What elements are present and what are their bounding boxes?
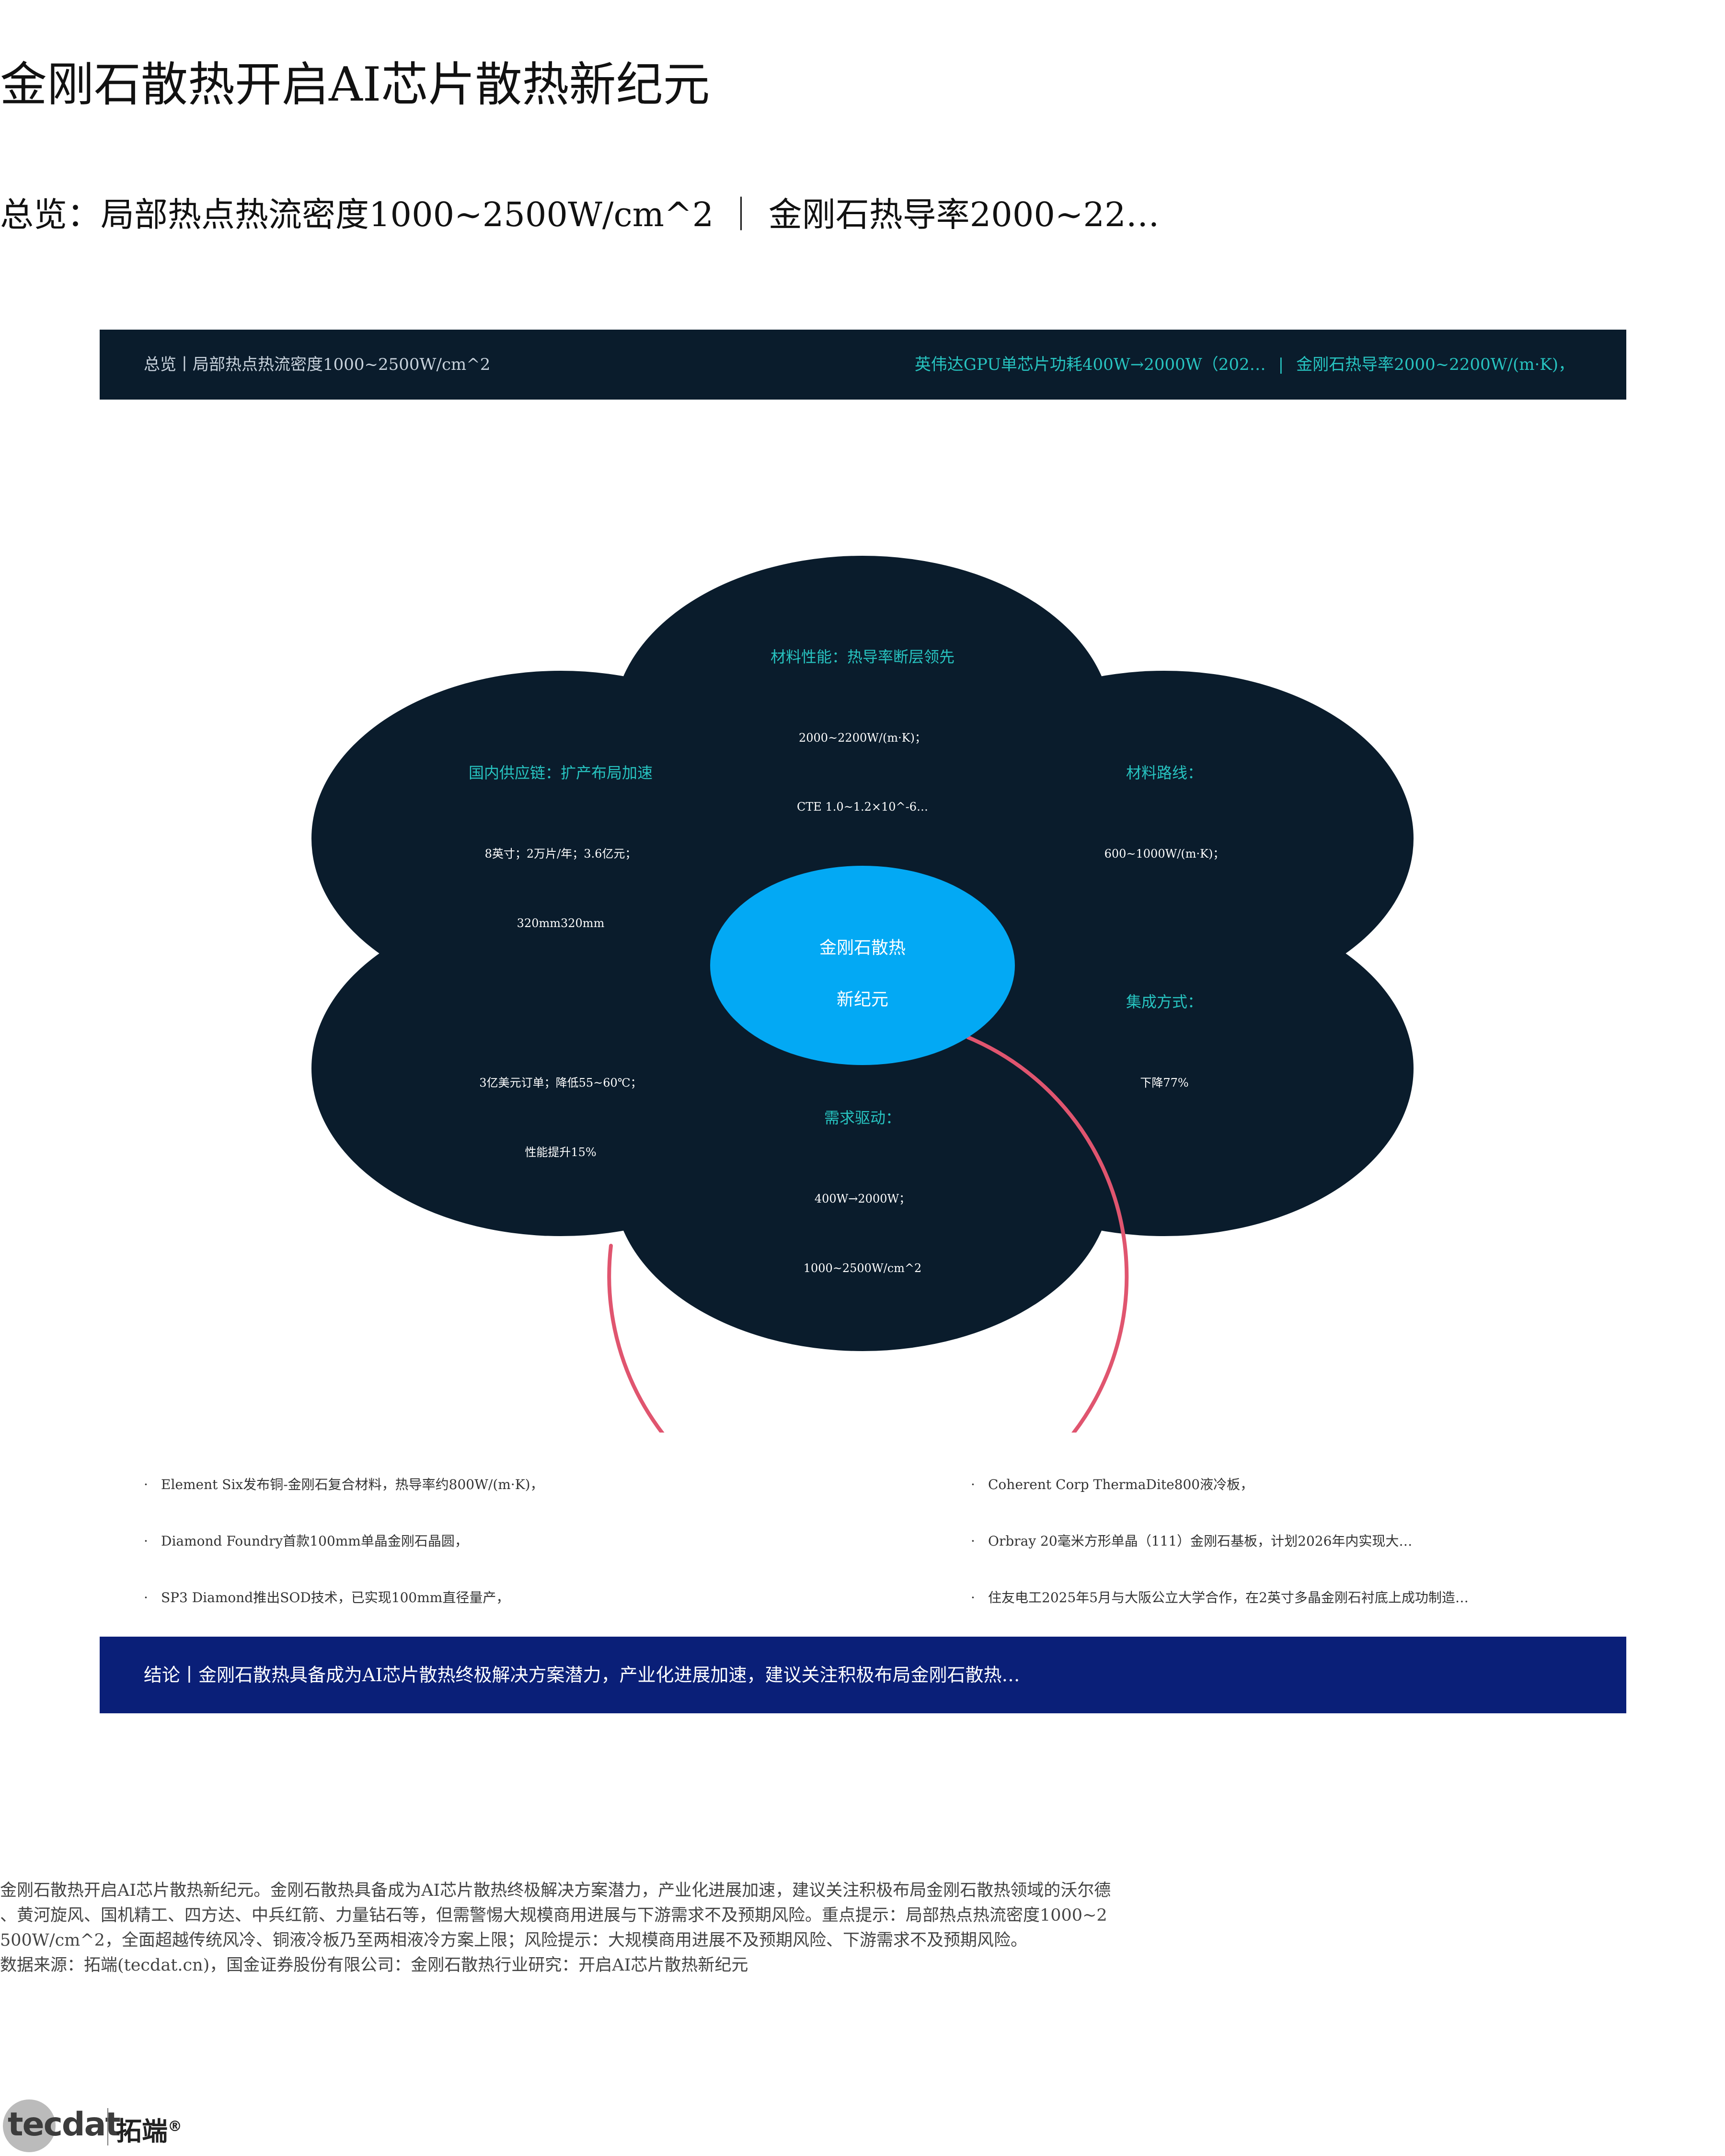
list-item: ·SP3 Diamond推出SOD技术，已实现100mm直径量产， — [144, 1570, 544, 1626]
page-subtitle: 总览：局部热点热流密度1000~2500W/cm^2 ｜ 金刚石热导率2000~… — [0, 195, 1160, 234]
petal-bottom-heading: 需求驱动： — [824, 1109, 901, 1127]
logo-cn: 拓端® — [116, 2116, 182, 2146]
list-item: ·Orbray 20毫米方形单晶（111）金刚石基板，计划2026年内实现大… — [971, 1513, 1469, 1570]
summary-bar-separator: | — [1278, 355, 1284, 374]
petal-upper-right-heading: 材料路线： — [1126, 764, 1203, 782]
center-node — [710, 866, 1015, 1065]
petal-upper-left-line2: 320mm320mm — [517, 917, 605, 930]
petal-top-heading: 材料性能：热导率断层领先 — [770, 648, 954, 666]
petal-top-line2: CTE 1.0~1.2×10^-6… — [797, 800, 928, 814]
bullet-dot: · — [144, 1533, 148, 1549]
footnote-source: 数据来源：拓端(tecdat.cn)，国金证券股份有限公司：金刚石散热行业研究：… — [0, 1956, 748, 1975]
bullet-dot: · — [144, 1590, 148, 1606]
footnote: 金刚石散热开启AI芯片散热新纪元。金刚石散热具备成为AI芯片散热终极解决方案潜力… — [0, 1878, 1227, 1978]
conclusion-text: 结论丨金刚石散热具备成为AI芯片散热终极解决方案潜力，产业化进展加速，建议关注积… — [144, 1664, 1020, 1686]
petal-bottom-line2: 1000~2500W/cm^2 — [804, 1261, 922, 1275]
bullet-dot: · — [144, 1477, 148, 1492]
petal-upper-left-line1: 8英寸；2万片/年；3.6亿元； — [485, 847, 637, 860]
center-label-line2: 新纪元 — [837, 990, 888, 1009]
logo-brand: tecdat — [8, 2106, 121, 2144]
petal-lower-right-line1: 下降77% — [1140, 1076, 1188, 1089]
summary-bar-left: 总览丨局部热点热流密度1000~2500W/cm^2 — [144, 355, 491, 374]
petal-upper-right-line1: 600~1000W/(m·K)； — [1104, 847, 1225, 860]
center-label-line1: 金刚石散热 — [819, 938, 906, 958]
page-title: 金刚石散热开启AI芯片散热新纪元 — [0, 57, 710, 112]
summary-bar: 总览丨局部热点热流密度1000~2500W/cm^2 英伟达GPU单芯片功耗40… — [100, 330, 1626, 400]
footnote-line: 金刚石散热开启AI芯片散热新纪元。金刚石散热具备成为AI芯片散热终极解决方案潜力… — [0, 1881, 1111, 1900]
bullet-dot: · — [971, 1477, 975, 1492]
bullet-list-right: ·Coherent Corp ThermaDite800液冷板， ·Orbray… — [971, 1456, 1469, 1626]
bullet-dot: · — [971, 1590, 975, 1606]
petal-bottom-line1: 400W→2000W； — [815, 1192, 910, 1205]
footnote-line: 、黄河旋风、国机精工、四方达、中兵红箭、力量钻石等，但需警惕大规模商用进展与下游… — [0, 1906, 1107, 1925]
footnote-line: 500W/cm^2，全面超越传统风冷、铜液冷板乃至两相液冷方案上限；风险提示：大… — [0, 1931, 1027, 1950]
summary-bar-right-b: 金刚石热导率2000~2200W/(m·K)， — [1296, 355, 1575, 374]
petal-lower-right-heading: 集成方式： — [1126, 993, 1203, 1011]
list-item: ·Diamond Foundry首款100mm单晶金刚石晶圆， — [144, 1513, 544, 1570]
list-item: ·Element Six发布铜-金刚石复合材料，热导率约800W/(m·K)， — [144, 1456, 544, 1513]
petal-top-line1: 2000~2200W/(m·K)； — [799, 731, 926, 745]
logo-divider — [107, 2108, 108, 2145]
summary-bar-right-a: 英伟达GPU单芯片功耗400W→2000W（202… — [914, 355, 1266, 374]
petal-lower-left-line1: 3亿美元订单；降低55~60℃； — [479, 1076, 642, 1089]
summary-bar-right: 英伟达GPU单芯片功耗400W→2000W（202… | 金刚石热导率2000~22… — [915, 330, 1575, 400]
list-item: ·住友电工2025年5月与大阪公立大学合作，在2英寸多晶金刚石衬底上成功制造… — [971, 1570, 1469, 1626]
progress-ring-arc — [607, 1035, 1129, 1433]
petal-lower-left-line2: 性能提升15% — [525, 1146, 596, 1159]
bullet-list-left: ·Element Six发布铜-金刚石复合材料，热导率约800W/(m·K)， … — [144, 1456, 544, 1626]
conclusion-bar: 结论丨金刚石散热具备成为AI芯片散热终极解决方案潜力，产业化进展加速，建议关注积… — [100, 1637, 1626, 1713]
petal-diagram: 金刚石散热 新纪元 材料性能：热导率断层领先 2000~2200W/(m·K)；… — [311, 556, 1414, 1433]
logo-circle-icon — [3, 2099, 56, 2152]
list-item: ·Coherent Corp ThermaDite800液冷板， — [971, 1456, 1469, 1513]
petal-upper-left-heading: 国内供应链：扩产布局加速 — [469, 764, 653, 782]
bullet-dot: · — [971, 1533, 975, 1549]
